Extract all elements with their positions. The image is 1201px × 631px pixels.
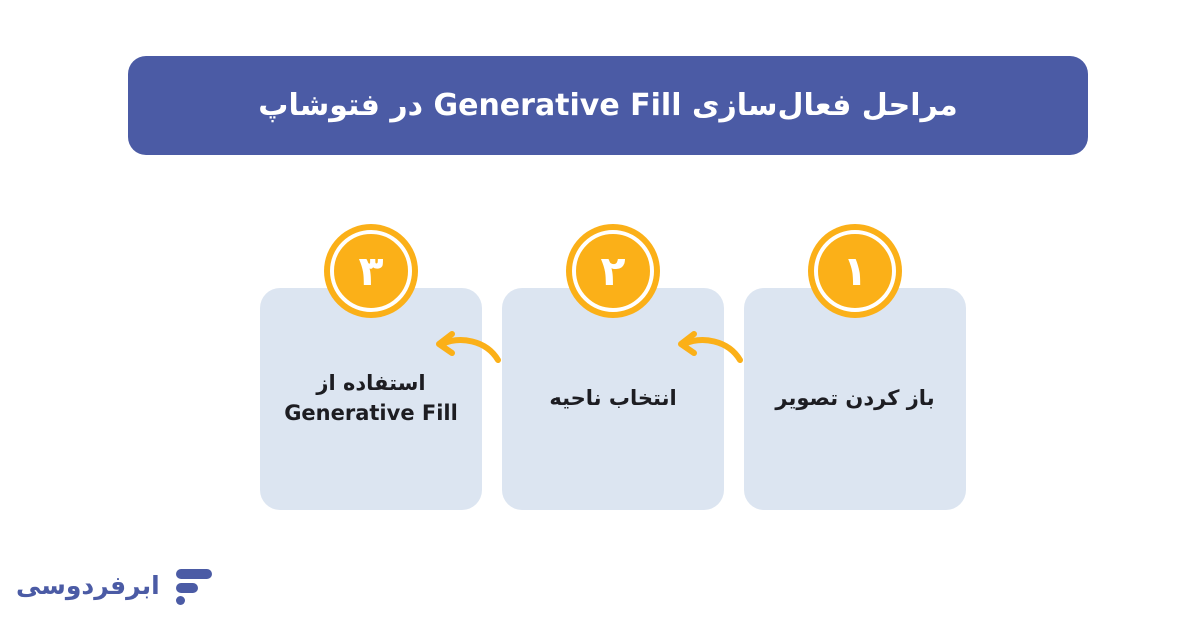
step-label-1: باز کردن تصویر	[775, 386, 935, 411]
step-label-3: استفاده از Generative Fill	[284, 369, 458, 429]
three-bars-icon	[174, 565, 212, 605]
steps-container: باز کردن تصویر ۱ انتخاب ناحیه ۲ استفاده …	[260, 224, 966, 510]
header-banner: مراحل فعال‌سازی Generative Fill در فتوشا…	[128, 56, 1088, 155]
logo-bar-2	[175, 583, 198, 593]
step-card-2: انتخاب ناحیه	[502, 288, 724, 510]
step-number-2: ۲	[600, 246, 626, 295]
step-badge-3: ۳	[324, 224, 418, 318]
step-label-2: انتخاب ناحیه	[549, 386, 677, 411]
logo-bar-3	[175, 596, 185, 605]
brand-logo-text: ابرفردوسی	[16, 570, 160, 600]
step-number-3: ۳	[358, 246, 384, 295]
step-card-3: استفاده از Generative Fill	[260, 288, 482, 510]
step-label-3-line-1: استفاده از	[316, 371, 426, 396]
brand-logo: ابرفردوسی	[16, 557, 212, 613]
step-item-1: باز کردن تصویر ۱	[744, 224, 966, 510]
step-number-1: ۱	[842, 246, 868, 295]
step-badge-1: ۱	[808, 224, 902, 318]
step-badge-2: ۲	[566, 224, 660, 318]
logo-bar-1	[175, 569, 212, 579]
step-item-2: انتخاب ناحیه ۲	[502, 224, 724, 510]
page-title: مراحل فعال‌سازی Generative Fill در فتوشا…	[258, 87, 958, 123]
step-card-1: باز کردن تصویر	[744, 288, 966, 510]
step-label-3-line-2: Generative Fill	[284, 401, 458, 425]
step-item-3: استفاده از Generative Fill ۳	[260, 224, 482, 510]
